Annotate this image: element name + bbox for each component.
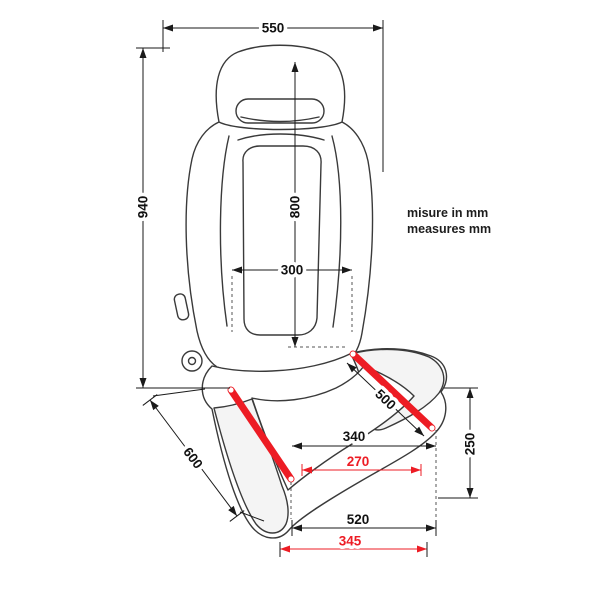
arrowhead-icon — [228, 505, 240, 519]
seat-bolster-right-seam — [331, 135, 342, 328]
seat-rails — [227, 350, 436, 483]
dim-label-270: 270 — [347, 454, 370, 469]
seat-recline-lever — [173, 293, 190, 321]
arrowhead-icon — [417, 545, 427, 553]
dim-label-940: 940 — [136, 196, 151, 219]
rail-end-dot — [350, 351, 356, 357]
seat-back-panel — [242, 145, 322, 336]
seat-rail-end-dots — [228, 351, 435, 482]
arrowhead-icon — [466, 388, 474, 398]
dim-label-300: 300 — [281, 263, 304, 278]
seat-recline-knob-center — [187, 356, 197, 366]
seat-headrest-slot-lip — [240, 116, 320, 123]
arrowhead-icon — [426, 442, 436, 450]
seat-rail-right — [349, 350, 436, 432]
dim-label-250: 250 — [463, 433, 478, 456]
rail-end-dot — [228, 387, 234, 393]
dim-label-800: 800 — [288, 196, 303, 219]
dim-label-600: 600 — [180, 444, 206, 471]
arrowhead-icon — [466, 488, 474, 498]
seat-shoulder-seam — [237, 133, 325, 141]
seat-bolster-left-seam — [219, 135, 230, 327]
seat-rail-left — [227, 386, 295, 483]
dim-label-550: 550 — [262, 21, 285, 36]
arrowhead-icon — [139, 378, 147, 388]
dim-300-group: 300 — [231, 259, 353, 332]
dim-label-340: 340 — [343, 429, 366, 444]
dim-270-group: 270 — [301, 451, 422, 476]
dim-250-group: 250 — [438, 387, 481, 499]
arrowhead-icon — [139, 48, 147, 58]
seat-surface-panel — [251, 365, 415, 491]
dim-800-group: 800 — [284, 62, 348, 348]
dim-line — [346, 362, 425, 437]
seat-headrest-slot — [235, 98, 325, 124]
ext-line — [152, 388, 206, 397]
arrowhead-icon — [373, 24, 383, 32]
rail-end-dot — [288, 476, 294, 482]
units-note-line2: measures mm — [407, 222, 491, 236]
ext-line — [239, 511, 265, 522]
arrowhead-icon — [163, 24, 173, 32]
dim-520-group: 520 — [290, 430, 437, 536]
dim-340-group: 340 — [292, 426, 436, 450]
dim-label-520: 520 — [347, 512, 370, 527]
dim-550-group: 550 — [162, 17, 384, 172]
dim-label-345: 345 — [339, 534, 362, 549]
arrowhead-icon — [411, 466, 421, 474]
units-note: misure in mm measures mm — [405, 204, 494, 239]
dim-345-group: 345 — [279, 530, 428, 557]
dimensions-red: 270 345 — [279, 451, 428, 557]
dim-940-group: 940 — [132, 47, 230, 389]
arrowhead-icon — [280, 545, 290, 553]
seat-drawing — [173, 44, 448, 539]
arrowhead-icon — [147, 397, 159, 411]
dim-line — [149, 399, 238, 517]
arrowhead-icon — [426, 524, 436, 532]
units-note-line1: misure in mm — [407, 206, 488, 220]
rail-end-dot — [429, 425, 435, 431]
